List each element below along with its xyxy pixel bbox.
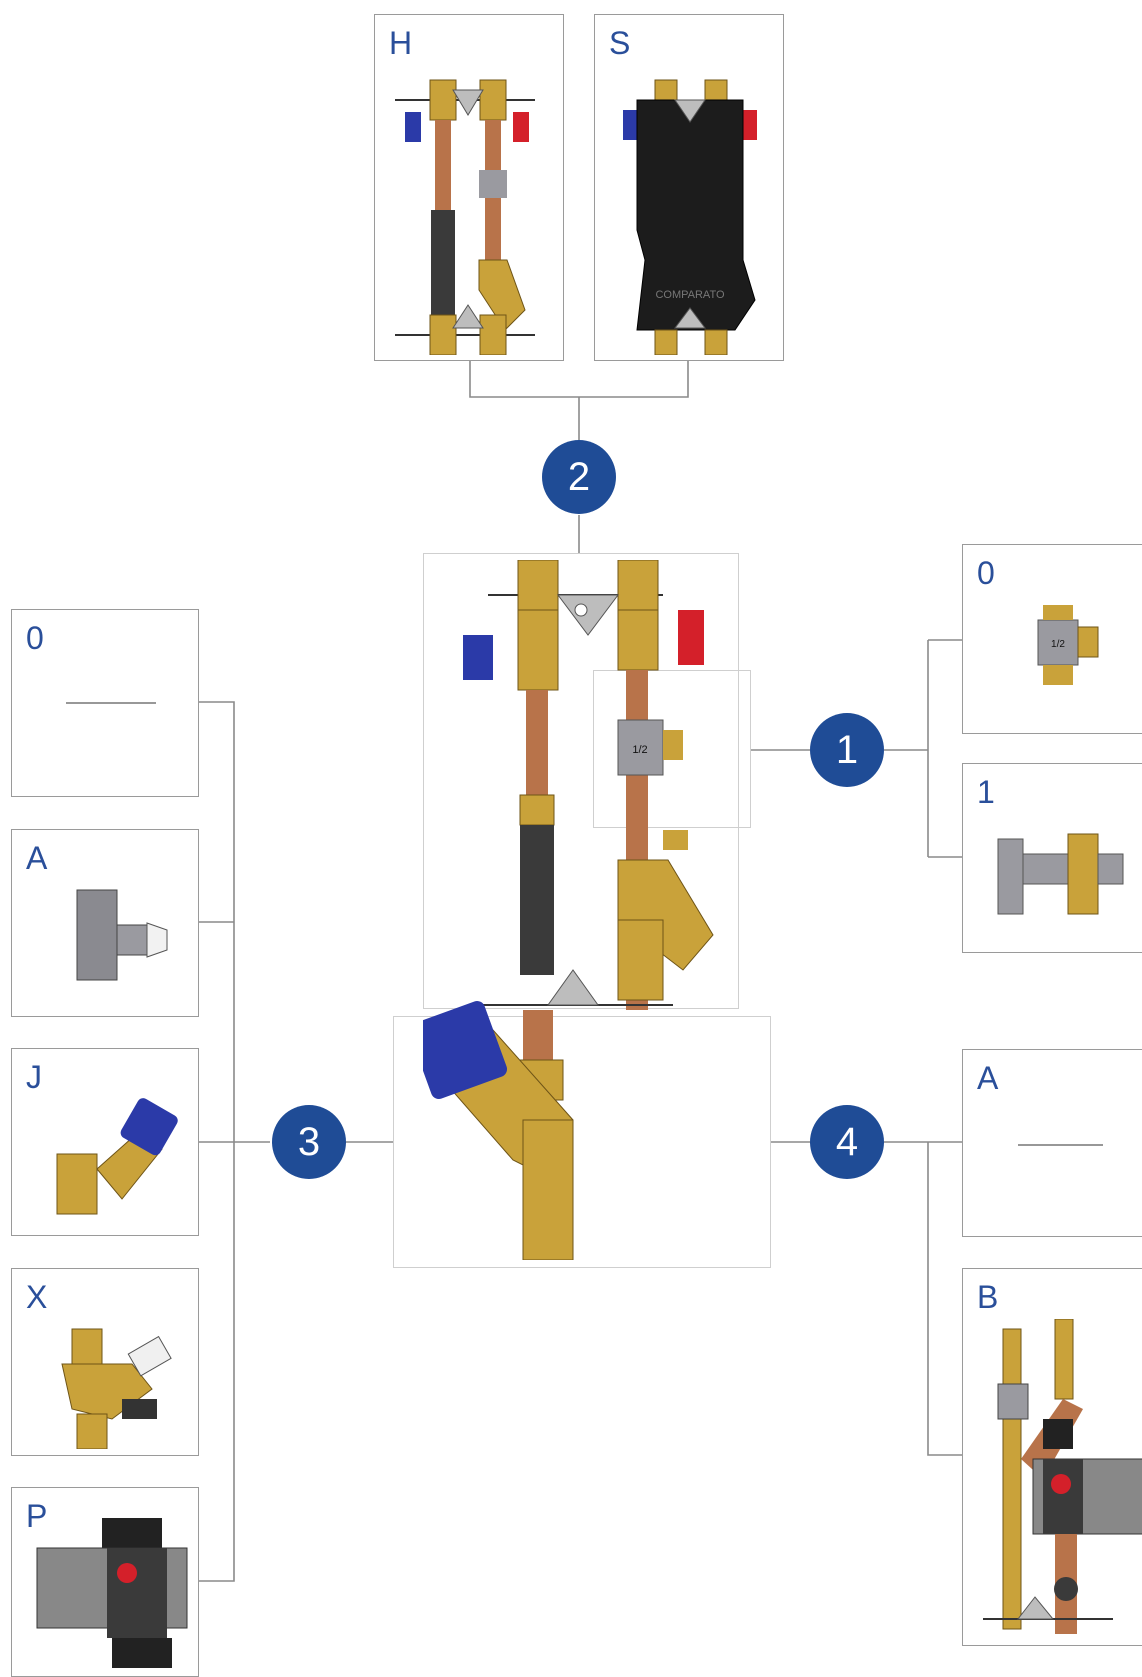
none-dash-icon [1018, 1142, 1103, 1148]
manifold-s-insulated-illustration: COMPARATO [615, 60, 765, 355]
zone4-variant-label-b: B [977, 1279, 998, 1316]
tee-valve-icon [993, 824, 1133, 924]
manifold-h-illustration [395, 60, 545, 355]
zone1-variant-0-box: 0 1/2 [962, 544, 1142, 734]
brand-text: COMPARATO [655, 289, 725, 301]
zone3-variant-p-box: P [11, 1487, 199, 1677]
zone3-variant-0-box: 0 [11, 609, 199, 797]
badge-2: 2 [542, 440, 616, 514]
none-dash-icon [66, 700, 156, 706]
badge-1: 1 [810, 713, 884, 787]
zone4-variant-b-box: B [962, 1268, 1142, 1646]
pump-group-illustration [973, 1319, 1142, 1639]
zone3-variant-label-0: 0 [26, 620, 44, 657]
ball-valve-icon: 1/2 [1033, 605, 1113, 695]
main-manifold-illustration: 1/2 [423, 560, 743, 1260]
badge-3: 3 [272, 1105, 346, 1179]
zone4-variant-a-box: A [962, 1049, 1142, 1237]
zone3-variant-j-box: J [11, 1048, 199, 1236]
zone3-variant-label-j: J [26, 1059, 42, 1096]
union-valve-icon [72, 885, 172, 985]
balancing-valve-icon [52, 1089, 192, 1229]
zone3-variant-x-box: X [11, 1268, 199, 1456]
center-valve-label: 1/2 [632, 744, 647, 756]
zone1-variant-label-0: 0 [977, 555, 995, 592]
badge-4: 4 [810, 1105, 884, 1179]
variant-label-s: S [609, 25, 630, 62]
variant-label-h: H [389, 25, 412, 62]
zone1-variant-label-1: 1 [977, 774, 995, 811]
zone1-valve-text: 1/2 [1051, 639, 1065, 650]
variant-box-h: H [374, 14, 564, 361]
zone3-variant-label-x: X [26, 1279, 47, 1316]
zone4-variant-label-a: A [977, 1060, 998, 1097]
static-balancing-valve-icon [52, 1319, 182, 1449]
variant-box-s: S COMPARATO [594, 14, 784, 361]
zone3-variant-label-a: A [26, 840, 47, 877]
zone1-variant-1-box: 1 [962, 763, 1142, 953]
circulator-pump-icon [32, 1518, 192, 1668]
zone3-variant-a-box: A [11, 829, 199, 1017]
